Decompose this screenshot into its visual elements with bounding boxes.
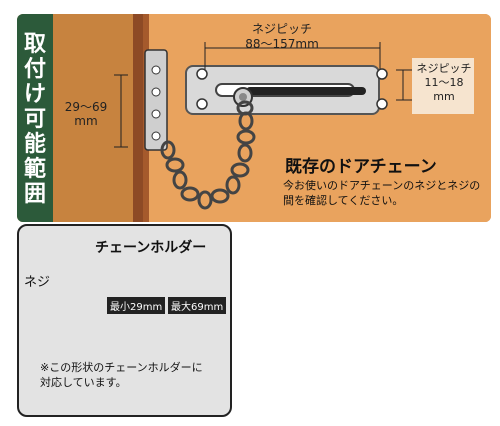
door-surface	[149, 14, 491, 222]
plate-screw-icon	[376, 98, 388, 110]
compatibility-note-line: ※この形状のチェーンホルダーに	[40, 361, 203, 374]
max-dimension-label: 最大69mm	[168, 297, 227, 314]
holder-screw-icon	[151, 109, 161, 119]
door-frame-edge	[133, 14, 143, 222]
plate-screw-icon	[376, 68, 388, 80]
plate-screw-icon	[196, 98, 208, 110]
title-char: 能	[23, 132, 46, 157]
installation-range-banner: 取 付 け 可 能 範 囲	[17, 14, 491, 222]
screw-pitch-right-unit: mm	[433, 90, 455, 103]
screw-pitch-top-title: ネジピッチ	[251, 22, 312, 36]
plate-screw-icon	[196, 68, 208, 80]
screw-pitch-right-title: ネジピッチ	[416, 62, 472, 75]
chain-knob-center	[239, 93, 247, 101]
frame-range-unit: mm	[74, 114, 98, 128]
title-char: 取	[23, 32, 46, 57]
existing-chain-desc-line: 今お使いのドアチェーンのネジとネジの	[283, 179, 481, 192]
chain-holder-bracket	[144, 49, 168, 151]
compatibility-note: ※この形状のチェーンホルダーに 対応しています。	[40, 360, 203, 390]
chain-icon	[160, 100, 256, 210]
title-char: 付	[23, 57, 46, 82]
screw-label: ネジ	[24, 275, 51, 290]
holder-screw-icon	[151, 87, 161, 97]
frame-range-label: 29～69 mm	[56, 100, 116, 128]
frame-range-value: 29～69	[64, 100, 108, 114]
existing-chain-description: 今お使いのドアチェーンのネジとネジの 間を確認してください。	[283, 178, 480, 208]
chain-slot-groove	[246, 87, 366, 95]
compatibility-note-line: 対応しています。	[40, 376, 127, 389]
existing-chain-desc-line: 間を確認してください。	[283, 194, 404, 207]
screw-pitch-right-value: 11～18	[424, 76, 464, 89]
screw-pitch-right-label: ネジピッチ 11～18 mm	[414, 62, 474, 104]
chain-holder-title: チェーンホルダー	[95, 240, 207, 256]
side-strip	[17, 14, 53, 222]
existing-chain-title: 既存のドアチェーン	[285, 157, 437, 177]
holder-screw-icon	[151, 131, 161, 141]
holder-screw-icon	[151, 65, 161, 75]
title-char: 可	[23, 107, 46, 132]
screw-pitch-right-box	[412, 58, 474, 114]
title-char: 範	[23, 157, 46, 182]
installation-range-title: 取 付 け 可 能 範 囲	[19, 32, 51, 207]
min-dimension-label: 最小29mm	[107, 297, 166, 314]
title-char: け	[23, 82, 46, 107]
title-char: 囲	[23, 182, 46, 207]
chain-holder-inset	[17, 224, 232, 417]
